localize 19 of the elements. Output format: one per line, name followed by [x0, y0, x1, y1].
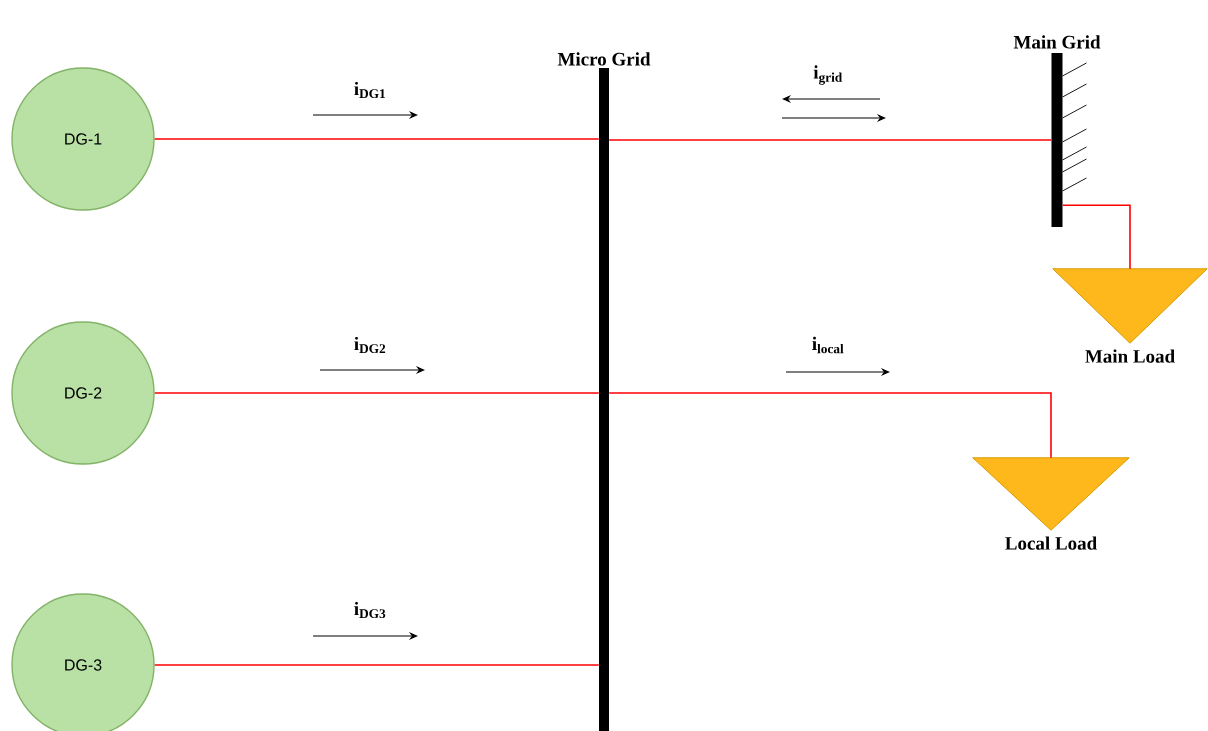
power-line: [1061, 204, 1131, 270]
current-label: i$_{grid}$: [813, 65, 843, 85]
node-label: Micro Grid: [557, 52, 651, 66]
load-triangle: Main Load: [1052, 268, 1208, 363]
current-label: i$_{local}$: [812, 336, 844, 354]
node-label: Main Load: [1085, 349, 1175, 363]
power-line: [153, 392, 600, 394]
node-label: Main Grid: [1013, 35, 1101, 49]
load-triangle: Local Load: [972, 457, 1130, 550]
power-line: [153, 138, 600, 140]
current-label: i$_{DG2}$: [354, 336, 386, 354]
current-label: i$_{DG1}$: [354, 81, 385, 99]
current-label: i$_{DG3}$: [354, 601, 386, 619]
power-line: [608, 392, 1052, 459]
bus-bar: Micro Grid: [557, 52, 651, 731]
node-label: Local Load: [1005, 536, 1097, 550]
power-line: [608, 139, 1053, 141]
grid-bar: Main Grid: [1013, 35, 1101, 227]
power-line: [153, 664, 600, 666]
